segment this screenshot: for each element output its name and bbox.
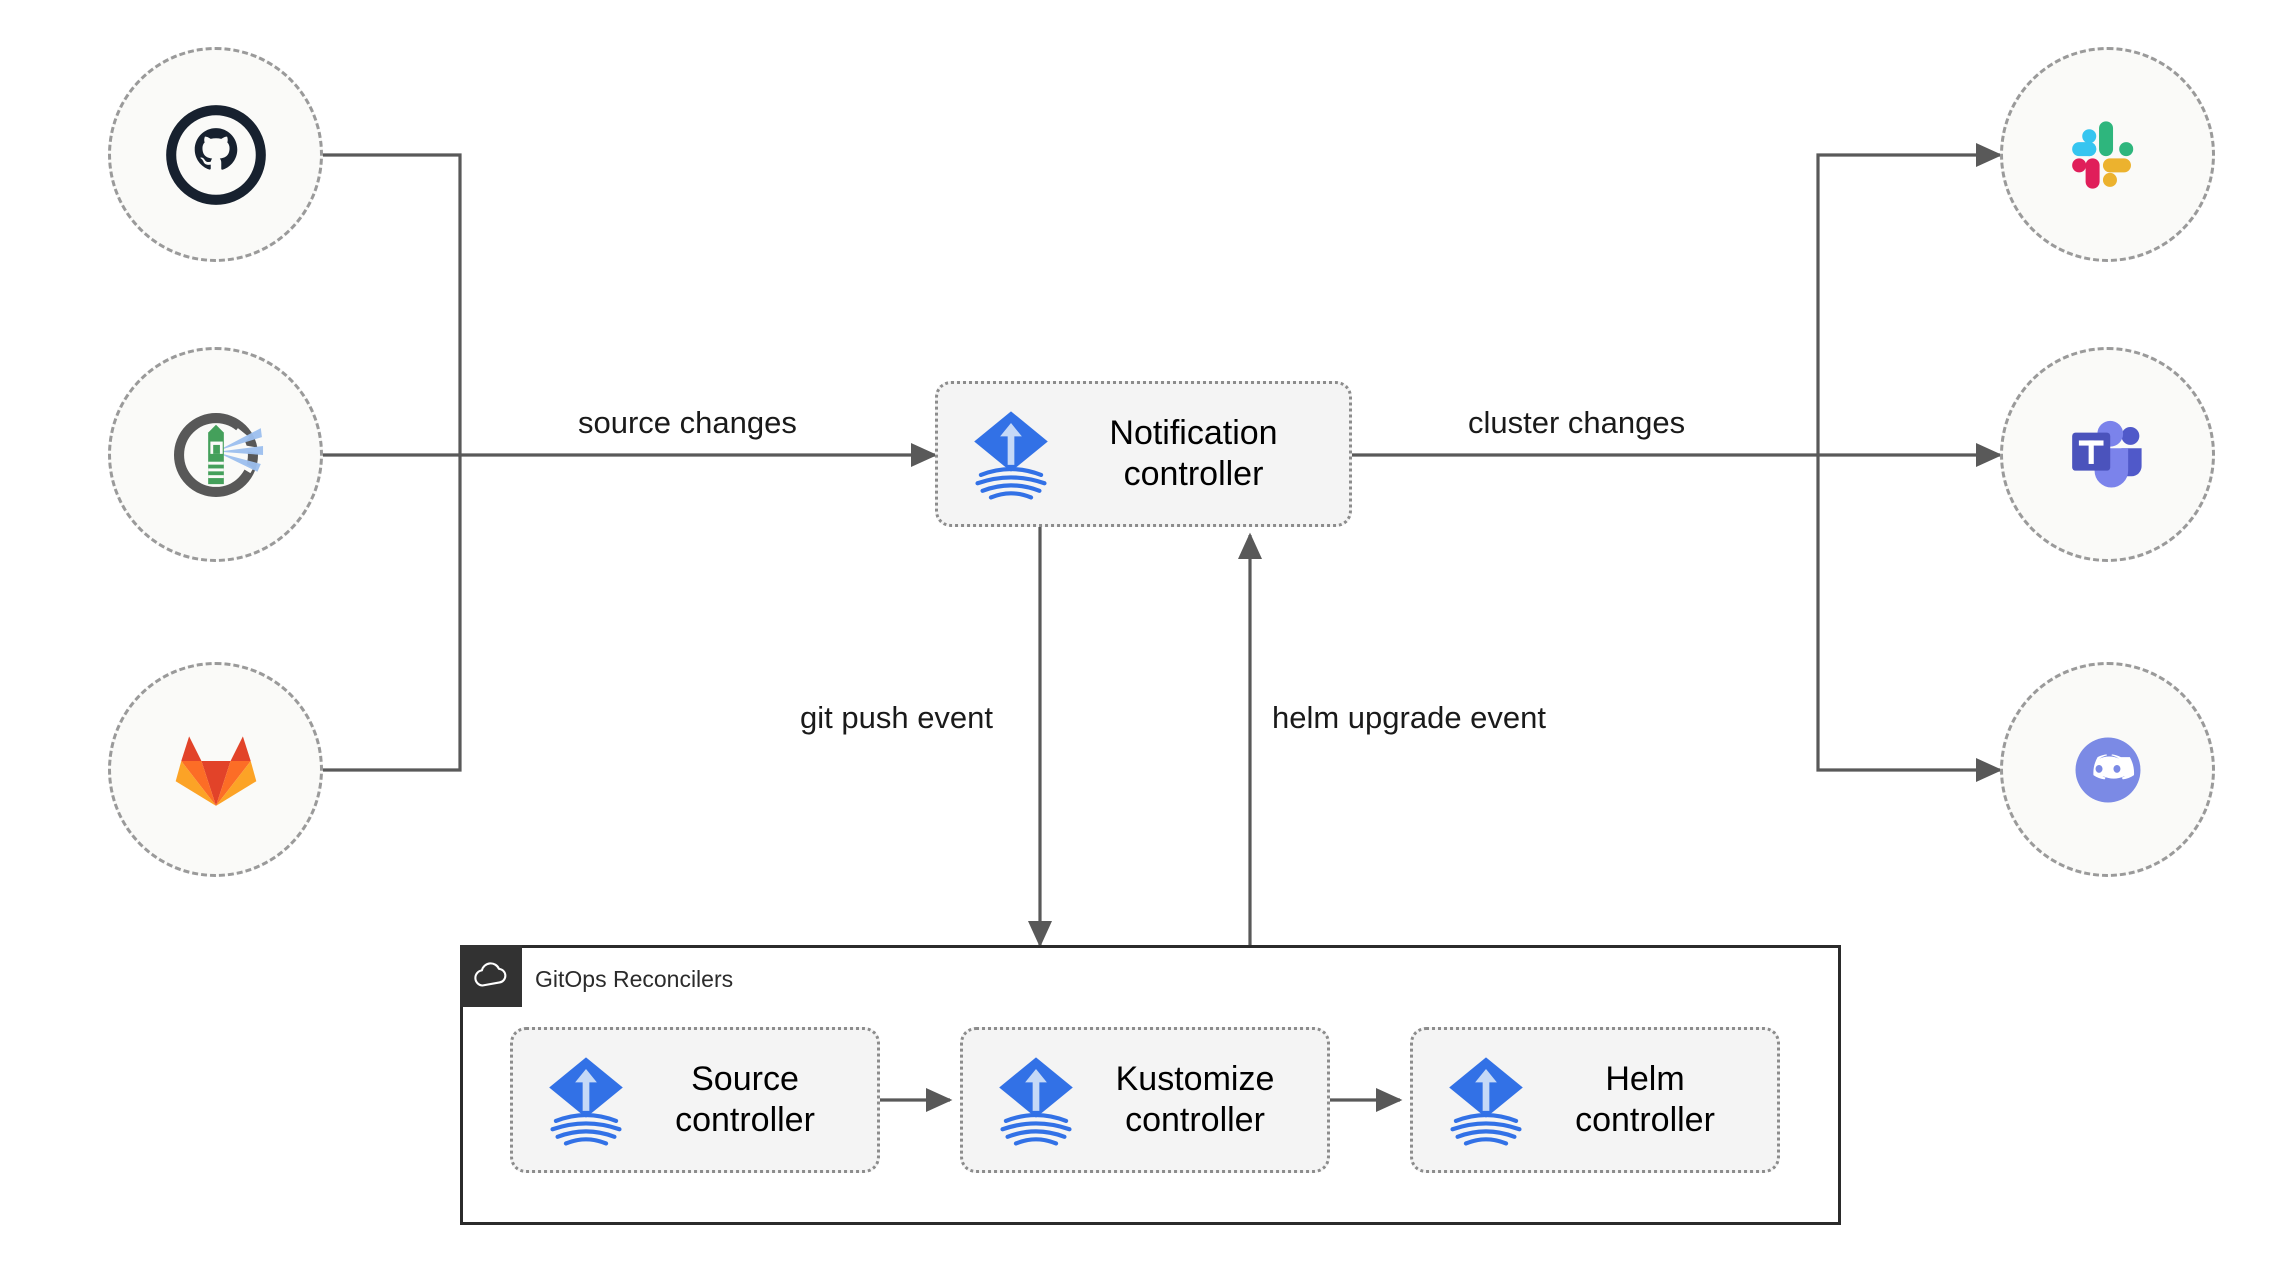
edge-label-helm-upgrade-event: helm upgrade event — [1272, 700, 1547, 735]
edge-label-source-changes: source changes — [578, 405, 797, 440]
teams-icon — [2071, 420, 2142, 487]
flux-logo-icon — [549, 1057, 623, 1146]
gitops-reconcilers-group: GitOps Reconcilers — [460, 945, 1841, 1225]
source-node-github[interactable] — [108, 47, 323, 262]
notification-controller-box[interactable]: Notification controller — [935, 381, 1352, 527]
edge-label-git-push-event: git push event — [800, 700, 994, 735]
github-icon — [165, 104, 266, 205]
flux-logo-icon — [1449, 1057, 1523, 1146]
discord-icon — [2075, 737, 2140, 802]
helm-controller-box[interactable]: Helm controller — [1410, 1027, 1780, 1173]
source-controller-label: Source controller — [675, 1059, 815, 1139]
flux-logo-icon — [974, 411, 1048, 500]
notification-controller-label: Notification controller — [1109, 413, 1278, 493]
kustomize-controller-label: Kustomize controller — [1115, 1059, 1275, 1139]
source-node-flux[interactable] — [108, 347, 323, 562]
gitops-reconcilers-title: GitOps Reconcilers — [535, 966, 734, 992]
source-controller-box[interactable]: Source controller — [510, 1027, 880, 1173]
destination-node-discord[interactable] — [2000, 662, 2215, 877]
gitops-reconcilers-badge — [460, 945, 522, 1007]
cloud-icon — [474, 962, 507, 987]
gitlab-icon — [175, 735, 256, 806]
lighthouse-icon — [173, 412, 263, 497]
edge-label-cluster-changes: cluster changes — [1468, 405, 1686, 440]
source-node-gitlab[interactable] — [108, 662, 323, 877]
wire-to-slack — [1816, 143, 2003, 455]
wire-to-discord — [1816, 455, 2003, 782]
slack-icon — [2071, 120, 2133, 189]
helm-controller-label: Helm controller — [1575, 1059, 1715, 1139]
destination-node-slack[interactable] — [2000, 47, 2215, 262]
kustomize-controller-box[interactable]: Kustomize controller — [960, 1027, 1330, 1173]
flux-logo-icon — [999, 1057, 1073, 1146]
destination-node-teams[interactable] — [2000, 347, 2215, 562]
